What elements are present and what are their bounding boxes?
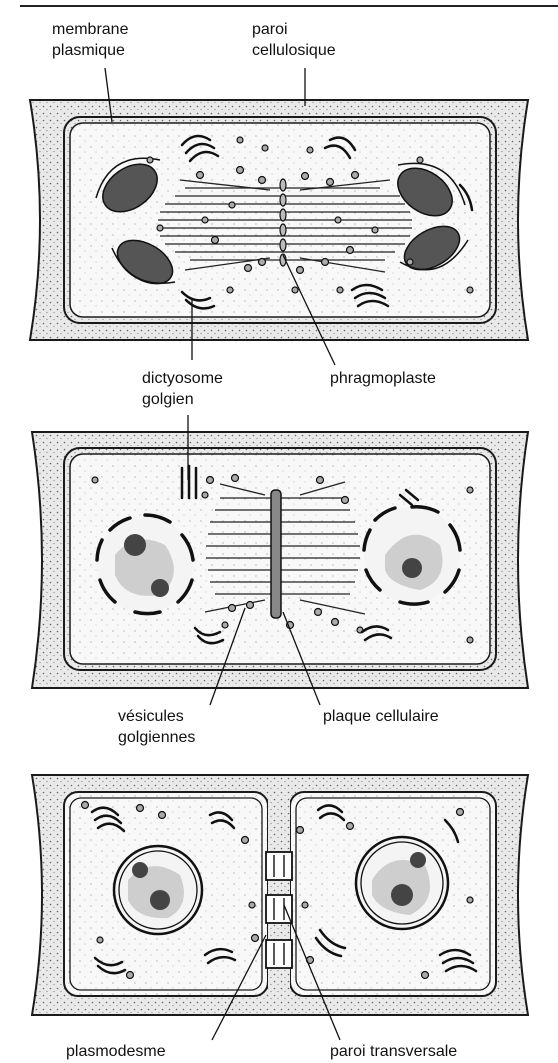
nucleolus <box>132 862 148 878</box>
label-vesicules-line2: golgiennes <box>118 729 195 746</box>
label-plasmodesme: plasmodesme <box>66 1043 166 1060</box>
label-dictyosome-line2: golgien <box>142 391 194 408</box>
nucleus-left <box>114 846 202 934</box>
nucleolus <box>402 558 422 578</box>
label-dictyosome-line1: dictyosome <box>142 370 223 387</box>
plasmodesmata <box>266 852 292 968</box>
label-membrane-line2: plasmique <box>52 42 125 59</box>
panel-cell-plate <box>32 432 528 688</box>
nucleolus <box>150 890 170 910</box>
label-membrane-line1: membrane <box>52 21 129 38</box>
label-paroi-transversale: paroi transversale <box>330 1043 457 1060</box>
nucleus-right <box>356 837 448 929</box>
cell-plate <box>271 490 281 618</box>
label-phragmoplaste: phragmoplaste <box>330 370 436 387</box>
nucleolus <box>391 884 413 906</box>
panel-phragmoplast <box>30 100 528 340</box>
label-paroi-line2: cellulosique <box>252 42 336 59</box>
nucleolus <box>124 534 146 556</box>
label-paroi-line1: paroi <box>252 21 288 38</box>
label-plaque: plaque cellulaire <box>323 708 439 725</box>
panel-transverse-wall <box>32 775 528 1015</box>
label-vesicules-line1: vésicules <box>118 708 184 725</box>
nucleus-reforming-right <box>364 507 460 604</box>
nucleolus <box>410 852 426 868</box>
nucleolus <box>151 579 169 597</box>
